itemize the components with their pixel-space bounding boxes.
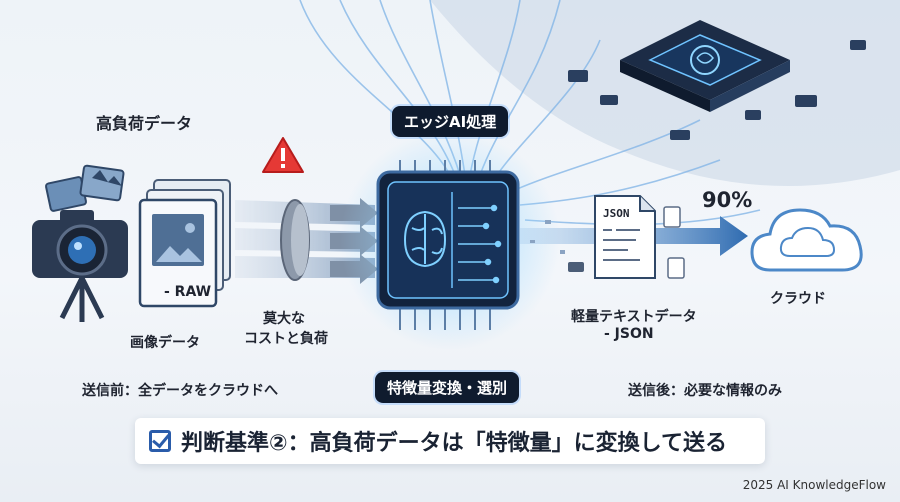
- cloud-icon: [750, 208, 863, 272]
- json-tag: JSON: [603, 207, 630, 220]
- raw-file-icon: [138, 179, 231, 308]
- raw-label: - RAW: [164, 284, 212, 300]
- processor-chip-icon: [620, 20, 790, 112]
- cost-label-line1: 莫大な: [263, 311, 305, 327]
- percent-label: 90%: [702, 188, 753, 212]
- chip-icon: [376, 170, 520, 310]
- light-data-label-line1: 軽量テキストデータ: [571, 309, 697, 325]
- warning-icon: [262, 137, 304, 173]
- before-caption: 送信前：全データをクラウドへ: [82, 383, 278, 399]
- brain-icon: [403, 210, 447, 268]
- cost-label-line2: コストと負荷: [244, 331, 328, 347]
- high-load-label: 高負荷データ: [96, 114, 193, 133]
- json-doc-icon: [568, 195, 685, 279]
- criteria-text: 判断基準②：高負荷データは「特徴量」に変換して送る: [181, 431, 727, 456]
- criteria-banner: 判断基準②：高負荷データは「特徴量」に変換して送る: [135, 418, 765, 464]
- feature-pill: 特徴量変換・選別: [375, 372, 520, 403]
- check-icon: [149, 430, 171, 452]
- after-caption: 送信後：必要な情報のみ: [628, 383, 782, 399]
- image-data-label: 画像データ: [130, 335, 200, 351]
- copyright-footer: 2025 AI KnowledgeFlow: [742, 478, 886, 492]
- edge-ai-pill: エッジAI処理: [392, 106, 509, 137]
- light-data-label-line2: - JSON: [604, 326, 654, 342]
- cloud-label: クラウド: [770, 291, 826, 307]
- camera-icon: [32, 164, 128, 322]
